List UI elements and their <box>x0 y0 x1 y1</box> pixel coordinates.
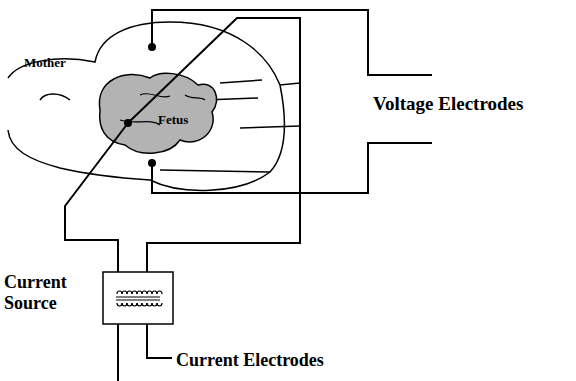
source-label: Current Source <box>4 272 99 313</box>
mother-outline <box>8 22 300 190</box>
electrode-label: Voltage Electrodes <box>373 93 523 115</box>
mother-label: Mother <box>24 56 66 71</box>
electrode-label: Current Electrodes <box>176 350 324 371</box>
wires <box>65 10 432 381</box>
fetus-figure <box>99 73 216 153</box>
fetus-label: Fetus <box>158 113 188 128</box>
electrode-dots <box>124 43 156 167</box>
transformer-symbol <box>103 272 173 324</box>
